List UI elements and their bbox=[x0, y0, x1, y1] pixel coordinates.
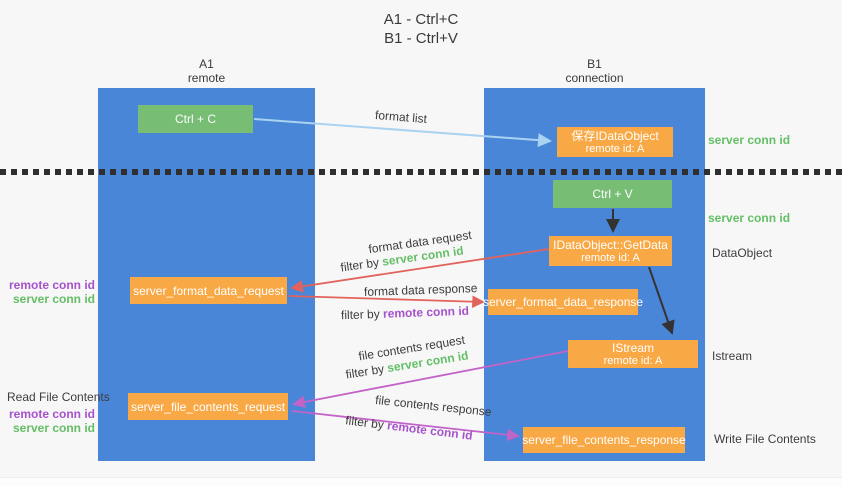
label-file-contents-response-filter: filter by remote conn id bbox=[345, 413, 474, 442]
column-a1-name: A1 bbox=[199, 57, 214, 71]
filter-by-text: filter by bbox=[339, 254, 384, 275]
remote-conn-id-key: remote conn id bbox=[382, 303, 470, 321]
column-b1-subtitle: connection bbox=[565, 71, 624, 85]
column-b1-name: B1 bbox=[587, 57, 602, 71]
node-format-response-label: server_format_data_response bbox=[482, 295, 644, 309]
remote-conn-id-key: remote conn id bbox=[386, 418, 474, 443]
node-format-request-label: server_format_data_request bbox=[133, 283, 284, 298]
bottom-strip bbox=[0, 477, 842, 486]
label-istream: Istream bbox=[712, 349, 753, 363]
node-server-format-data-request: server_format_data_request bbox=[130, 277, 287, 304]
label-server-conn-id-top-right: server conn id bbox=[708, 133, 791, 147]
label-server-conn-id-left-bottom: server conn id bbox=[12, 421, 95, 435]
label-read-file-contents: Read File Contents bbox=[7, 390, 110, 404]
label-format-data-response-filter: filter by remote conn id bbox=[341, 304, 469, 322]
label-server-conn-id-left-top: server conn id bbox=[12, 292, 95, 306]
label-file-contents-response: file contents response bbox=[374, 392, 493, 420]
node-server-file-contents-response: server_file_contents_response bbox=[522, 427, 686, 453]
column-header-b1: B1 connection bbox=[484, 57, 705, 85]
node-save-line2: remote id: A bbox=[585, 142, 645, 155]
node-getdata-line2: remote id: A bbox=[581, 251, 640, 264]
node-server-file-contents-request: server_file_contents_request bbox=[128, 393, 288, 420]
node-save-line1: 保存IDataObject bbox=[571, 128, 659, 143]
node-ctrl-c: Ctrl + C bbox=[138, 105, 253, 133]
label-format-data-response: format data response bbox=[363, 281, 478, 299]
node-server-format-data-response: server_format_data_response bbox=[483, 289, 643, 315]
node-ctrl-c-label: Ctrl + C bbox=[174, 112, 216, 126]
label-conn-ids-left-top: remote conn id server conn id bbox=[0, 278, 95, 306]
label-remote-conn-id-left-bottom: remote conn id bbox=[8, 407, 95, 421]
filter-by-text: filter by bbox=[344, 361, 389, 382]
node-istream: IStream remote id: A bbox=[568, 340, 698, 368]
label-conn-ids-left-bottom: remote conn id server conn id bbox=[0, 407, 95, 435]
label-write-file-contents: Write File Contents bbox=[714, 432, 816, 446]
node-ctrl-v-label: Ctrl + V bbox=[592, 187, 633, 201]
label-format-list: format list bbox=[374, 107, 428, 127]
node-file-request-label: server_file_contents_request bbox=[130, 399, 286, 414]
node-istream-line2: remote id: A bbox=[603, 354, 663, 367]
node-idataobject-getdata: IDataObject::GetData remote id: A bbox=[549, 236, 672, 266]
node-file-response-label: server_file_contents_response bbox=[522, 433, 686, 447]
diagram-title: A1 - Ctrl+C B1 - Ctrl+V bbox=[0, 10, 842, 48]
title-line-1: A1 - Ctrl+C bbox=[383, 11, 459, 28]
label-dataobject: DataObject bbox=[712, 246, 773, 260]
node-getdata-line1: IDataObject::GetData bbox=[553, 237, 668, 252]
label-server-conn-id-mid-right: server conn id bbox=[708, 211, 791, 225]
title-line-2: B1 - Ctrl+V bbox=[384, 30, 458, 47]
column-header-a1: A1 remote bbox=[98, 57, 315, 85]
filter-by-text: filter by bbox=[340, 306, 384, 323]
filter-by-text: filter by bbox=[344, 413, 389, 433]
label-remote-conn-id-left-top: remote conn id bbox=[8, 278, 95, 292]
column-a1-subtitle: remote bbox=[187, 71, 226, 85]
node-save-idataobject: 保存IDataObject remote id: A bbox=[557, 127, 673, 157]
node-ctrl-v: Ctrl + V bbox=[553, 180, 672, 208]
node-istream-line1: IStream bbox=[611, 340, 654, 355]
dotted-divider bbox=[0, 169, 842, 175]
